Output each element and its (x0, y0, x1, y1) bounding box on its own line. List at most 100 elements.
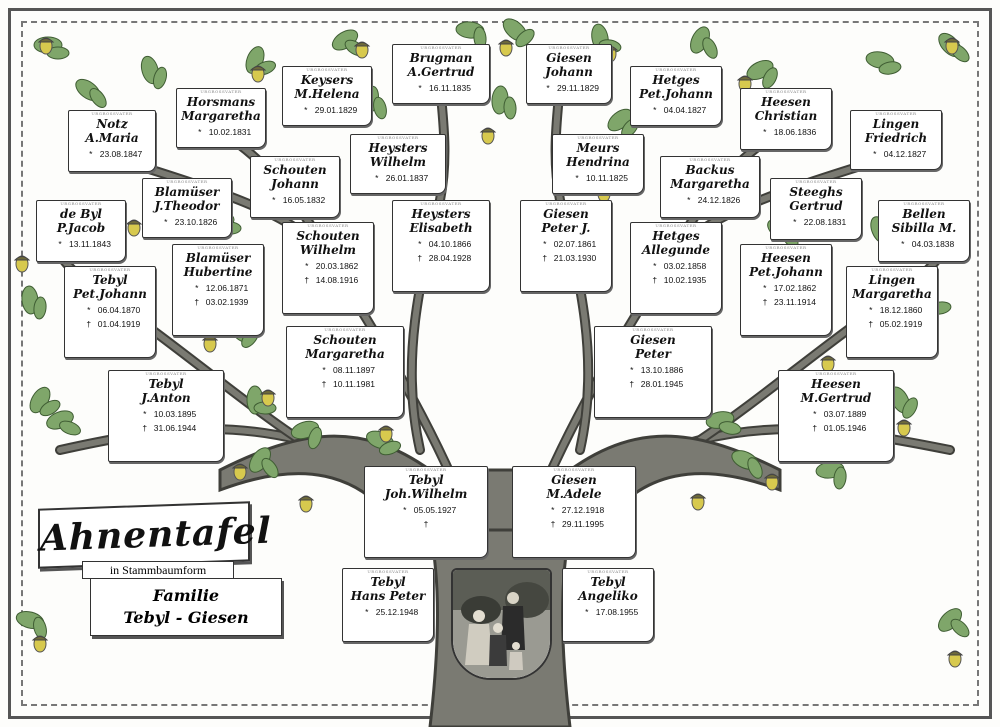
card-header: URGROSSVATER (655, 67, 697, 72)
person-given-name: Hubertine (183, 265, 253, 279)
person-given-name: Sibilla M. (891, 221, 957, 235)
oak-leaf-icon (878, 61, 902, 75)
birth-date-row: *08.11.1897 (287, 363, 403, 377)
death-date: 28.04.1928 (428, 253, 472, 263)
birth-symbol: * (305, 261, 309, 271)
death-date-row: † 28.04.1928 (393, 251, 489, 265)
card-header: URGROSSVATER (548, 45, 590, 50)
birth-date: 27.12.1918 (561, 505, 605, 515)
birth-date-row: * 25.12.1948 (343, 605, 433, 619)
person-surname: Tebyl (408, 473, 444, 487)
birth-date: 05.05.1927 (413, 505, 457, 515)
card-header: URGROSSVATER (420, 45, 462, 50)
death-symbol: † (423, 519, 429, 529)
birth-date: 24.12.1826 (697, 195, 741, 205)
birth-date: 25.12.1948 (375, 607, 419, 617)
person-given-name: Christian (754, 109, 818, 123)
person-surname: Heysters (368, 141, 428, 155)
person-given-name: Peter J. (541, 221, 591, 235)
person-surname: Schouten (263, 163, 327, 177)
death-symbol: † (812, 423, 818, 433)
person-surname: Heesen (761, 95, 811, 109)
acorn-cap (297, 496, 315, 501)
birth-date: 23.10.1826 (174, 217, 218, 227)
card-header: URGROSSVATER (655, 223, 697, 228)
birth-date: 29.11.1829 (557, 83, 599, 93)
birth-date-row: *23.10.1826 (143, 215, 231, 229)
oak-leaf-icon (762, 67, 778, 89)
card-header: URGROSSVATER (145, 371, 187, 376)
tree-crown-base (218, 434, 782, 532)
death-symbol: † (762, 297, 768, 307)
acorn-cap (736, 76, 754, 81)
person-surname: Blamüser (185, 251, 251, 265)
birth-date: 29.01.1829 (314, 105, 358, 115)
person-given-name: J.Theodor (154, 199, 220, 213)
person-given-name: Hans Peter (350, 589, 426, 603)
person-given-name: P.Jacob (56, 221, 106, 235)
birth-symbol: * (418, 239, 422, 249)
birth-date-row: *20.03.1862 (283, 259, 373, 273)
person-surname: Hetges (652, 73, 700, 87)
birth-symbol: * (630, 365, 634, 375)
person-given-name: Joh.Wilhelm (384, 487, 468, 501)
card-header: URGROSSVATER (405, 467, 447, 472)
birth-symbol: * (195, 283, 199, 293)
death-date: 14.08.1916 (315, 275, 359, 285)
death-date-row: †01.05.1946 (779, 421, 893, 435)
birth-date-row: *13.11.1843 (37, 237, 125, 251)
death-symbol: † (417, 253, 423, 263)
birth-date-row: *18.06.1836 (741, 125, 831, 139)
acorn-cap (689, 494, 707, 499)
birth-symbol: * (375, 173, 379, 183)
death-symbol: † (86, 319, 92, 329)
death-date-row: †10.02.1935 (631, 273, 721, 287)
birth-date: 10.11.1825 (586, 173, 628, 183)
person-given-name: Wilhelm (370, 155, 426, 169)
person-given-name: Margaretha (852, 287, 932, 301)
person-surname: Tebyl (148, 377, 184, 391)
acorn-cap (479, 128, 497, 133)
birth-date: 10.03.1895 (153, 409, 197, 419)
oak-leaf-icon (33, 296, 47, 320)
family-banner: Familie Tebyl - Giesen (90, 578, 282, 636)
birth-date: 04.03.1838 (911, 239, 955, 249)
acorn-cap (31, 636, 49, 641)
death-symbol: † (652, 275, 658, 285)
birth-date-row: *29.11.1829 (527, 81, 611, 95)
birth-date-row: *04.12.1827 (851, 147, 941, 161)
death-date-row: †29.11.1995 (513, 517, 635, 531)
birth-symbol: * (653, 105, 657, 115)
birth-symbol: * (873, 149, 877, 159)
birth-symbol: * (418, 83, 422, 93)
birth-symbol: * (365, 607, 369, 617)
person-surname: Tebyl (590, 575, 626, 589)
death-date: 23.11.1914 (774, 297, 816, 307)
birth-symbol: * (653, 261, 657, 271)
card-header: URGROSSVATER (60, 201, 102, 206)
death-date: 29.11.1995 (562, 519, 604, 529)
death-date: 31.06.1944 (153, 423, 197, 433)
birth-date: 17.08.1955 (595, 607, 639, 617)
person-surname: de Byl (60, 207, 102, 221)
birth-symbol: * (322, 365, 326, 375)
death-date-row: † (365, 517, 487, 531)
death-date: 28.01.1945 (640, 379, 684, 389)
person-surname: Keysers (300, 73, 354, 87)
family-label: Familie (152, 586, 220, 605)
death-date-row: †28.01.1945 (595, 377, 711, 391)
death-date: 21.03.1930 (553, 253, 597, 263)
birth-date-row: *27.12.1918 (513, 503, 635, 517)
birth-date-row: *10.03.1895 (109, 407, 223, 421)
person-surname: Notz (96, 117, 128, 131)
family-name: Tebyl - Giesen (123, 608, 249, 627)
acorn-cap (231, 464, 249, 469)
